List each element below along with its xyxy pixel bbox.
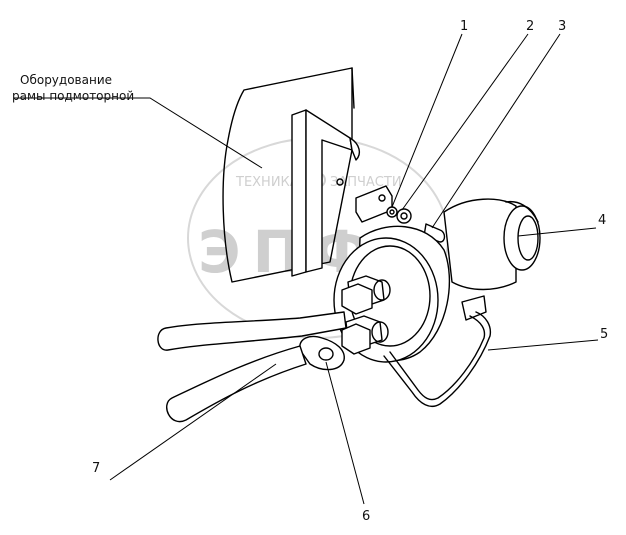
leader-1	[391, 33, 463, 208]
leader-2	[401, 33, 529, 211]
callout-2: 2	[526, 19, 534, 34]
callout-1: 1	[460, 19, 468, 34]
callout-6: 6	[362, 509, 370, 524]
leader-7	[109, 363, 277, 481]
leader-3	[431, 33, 561, 229]
watermark-top-right: ЗАПЧАСТИ	[330, 175, 402, 190]
cable-lug	[299, 335, 345, 371]
note-line-2: рамы подмоторной	[12, 89, 134, 103]
leader-note	[14, 97, 263, 169]
terminal-nut-lower	[341, 315, 389, 355]
frame-plate	[222, 67, 355, 283]
note-line-1: Оборудование	[20, 73, 112, 87]
cable-lower	[166, 345, 307, 423]
bracket-hole-2	[378, 194, 386, 202]
callout-4: 4	[598, 213, 606, 228]
leader-5	[487, 339, 599, 351]
wire-bracket	[383, 311, 492, 408]
leader-6	[325, 361, 365, 505]
callout-7: 7	[92, 461, 100, 476]
watermark-top: ТЕХНИКА	[235, 175, 299, 190]
bracket-hole	[336, 178, 344, 186]
callout-5: 5	[600, 327, 608, 342]
cable-upper	[157, 311, 347, 351]
washer-2	[396, 208, 412, 224]
leader-lines	[14, 33, 599, 505]
terminal-nut-upper	[341, 275, 391, 315]
washer-1	[386, 206, 398, 218]
callout-3: 3	[558, 19, 566, 34]
leader-4	[517, 227, 597, 237]
bracket	[291, 109, 393, 277]
